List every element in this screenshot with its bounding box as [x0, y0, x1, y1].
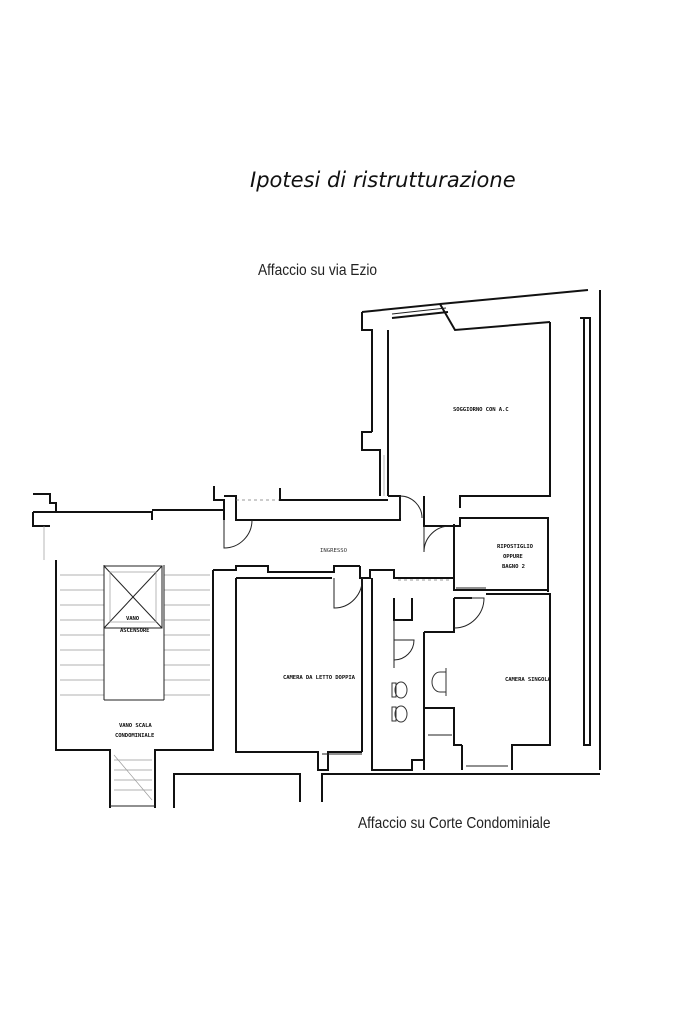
door-swings: [223, 495, 486, 661]
bathroom-fixtures: [391, 668, 447, 723]
label-ripostiglio-line2: OPPURE: [503, 554, 523, 560]
ingresso-walls: [32, 486, 549, 592]
plan-title: Ipotesi di ristrutturazione: [250, 168, 516, 192]
label-ripostiglio-line1: RIPOSTIGLIO: [497, 544, 534, 550]
label-ripostiglio-line3: BAGNO 2: [502, 564, 525, 570]
label-vano-scala-line2: CONDOMINIALE: [115, 733, 154, 739]
label-vano-ascensore-line1: VANO: [126, 616, 140, 622]
label-camera-singola: CAMERA SINGOLA: [505, 677, 551, 683]
facade-walls-top: [361, 289, 589, 508]
courtyard-facade: [110, 773, 600, 808]
caption-via-ezio: Affaccio su via Ezio: [258, 262, 378, 279]
room-labels: SOGGIORNO CON A.C INGRESSO RIPOSTIGLIO O…: [115, 407, 552, 739]
label-ingresso: INGRESSO: [320, 548, 348, 554]
label-soggiorno: SOGGIORNO CON A.C: [453, 407, 509, 413]
label-camera-doppia: CAMERA DA LETTO DOPPIA: [283, 675, 356, 681]
label-vano-scala-line1: VANO SCALA: [119, 723, 152, 729]
camera-doppia-walls: [235, 577, 363, 771]
stair-block: [55, 560, 214, 808]
label-vano-ascensore-line2: ASCENSORE: [120, 628, 149, 634]
bagno-walls: [371, 578, 462, 771]
right-vertical-wall: [580, 290, 601, 770]
caption-corte-condominiale: Affaccio su Corte Condominiale: [358, 815, 551, 832]
